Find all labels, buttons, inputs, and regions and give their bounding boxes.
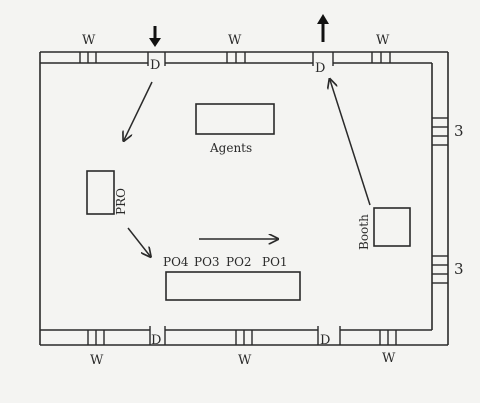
- w-label-bottom-2: W: [238, 353, 252, 368]
- po2-label: PO2: [226, 255, 252, 269]
- flow-arrow-pro-to-po: [127, 227, 150, 256]
- outer-wall: [39, 51, 449, 346]
- flow-arrow-booth-to-exit: [330, 80, 371, 206]
- agents-label: Agents: [209, 141, 252, 155]
- window-top-1: [79, 52, 97, 63]
- po1-label: PO1: [262, 255, 288, 269]
- w-label-bottom-3: W: [382, 351, 396, 366]
- side-count-upper: 3: [454, 122, 464, 140]
- window-right-upper: [432, 117, 448, 146]
- door-label-top-right: D: [315, 61, 325, 76]
- window-right-lower: [432, 255, 448, 284]
- booth-box: [373, 207, 411, 247]
- po-counter: [165, 271, 301, 301]
- side-count-lower: 3: [454, 260, 464, 278]
- pro-label: PRO: [114, 188, 128, 215]
- window-top-3: [371, 52, 391, 63]
- door-label-bottom-right: D: [320, 333, 330, 348]
- po4-label: PO4: [163, 255, 189, 269]
- exit-arrow-icon: [317, 14, 329, 42]
- door-label-top-left: D: [150, 58, 160, 73]
- w-label-top-1: W: [82, 33, 96, 48]
- po3-label: PO3: [194, 255, 220, 269]
- flow-arrow-entry-to-pro: [124, 81, 153, 140]
- pro-desk: [86, 170, 115, 215]
- window-bottom-3: [379, 330, 397, 345]
- w-label-top-2: W: [228, 33, 242, 48]
- window-bottom-1: [87, 330, 105, 345]
- w-label-top-3: W: [376, 33, 390, 48]
- window-bottom-2: [235, 330, 253, 345]
- agents-desk: [195, 103, 275, 135]
- booth-label: Booth: [357, 214, 371, 250]
- w-label-bottom-1: W: [90, 353, 104, 368]
- entry-arrow-icon: [149, 26, 161, 47]
- door-label-bottom-left: D: [151, 333, 161, 348]
- window-top-2: [226, 52, 246, 63]
